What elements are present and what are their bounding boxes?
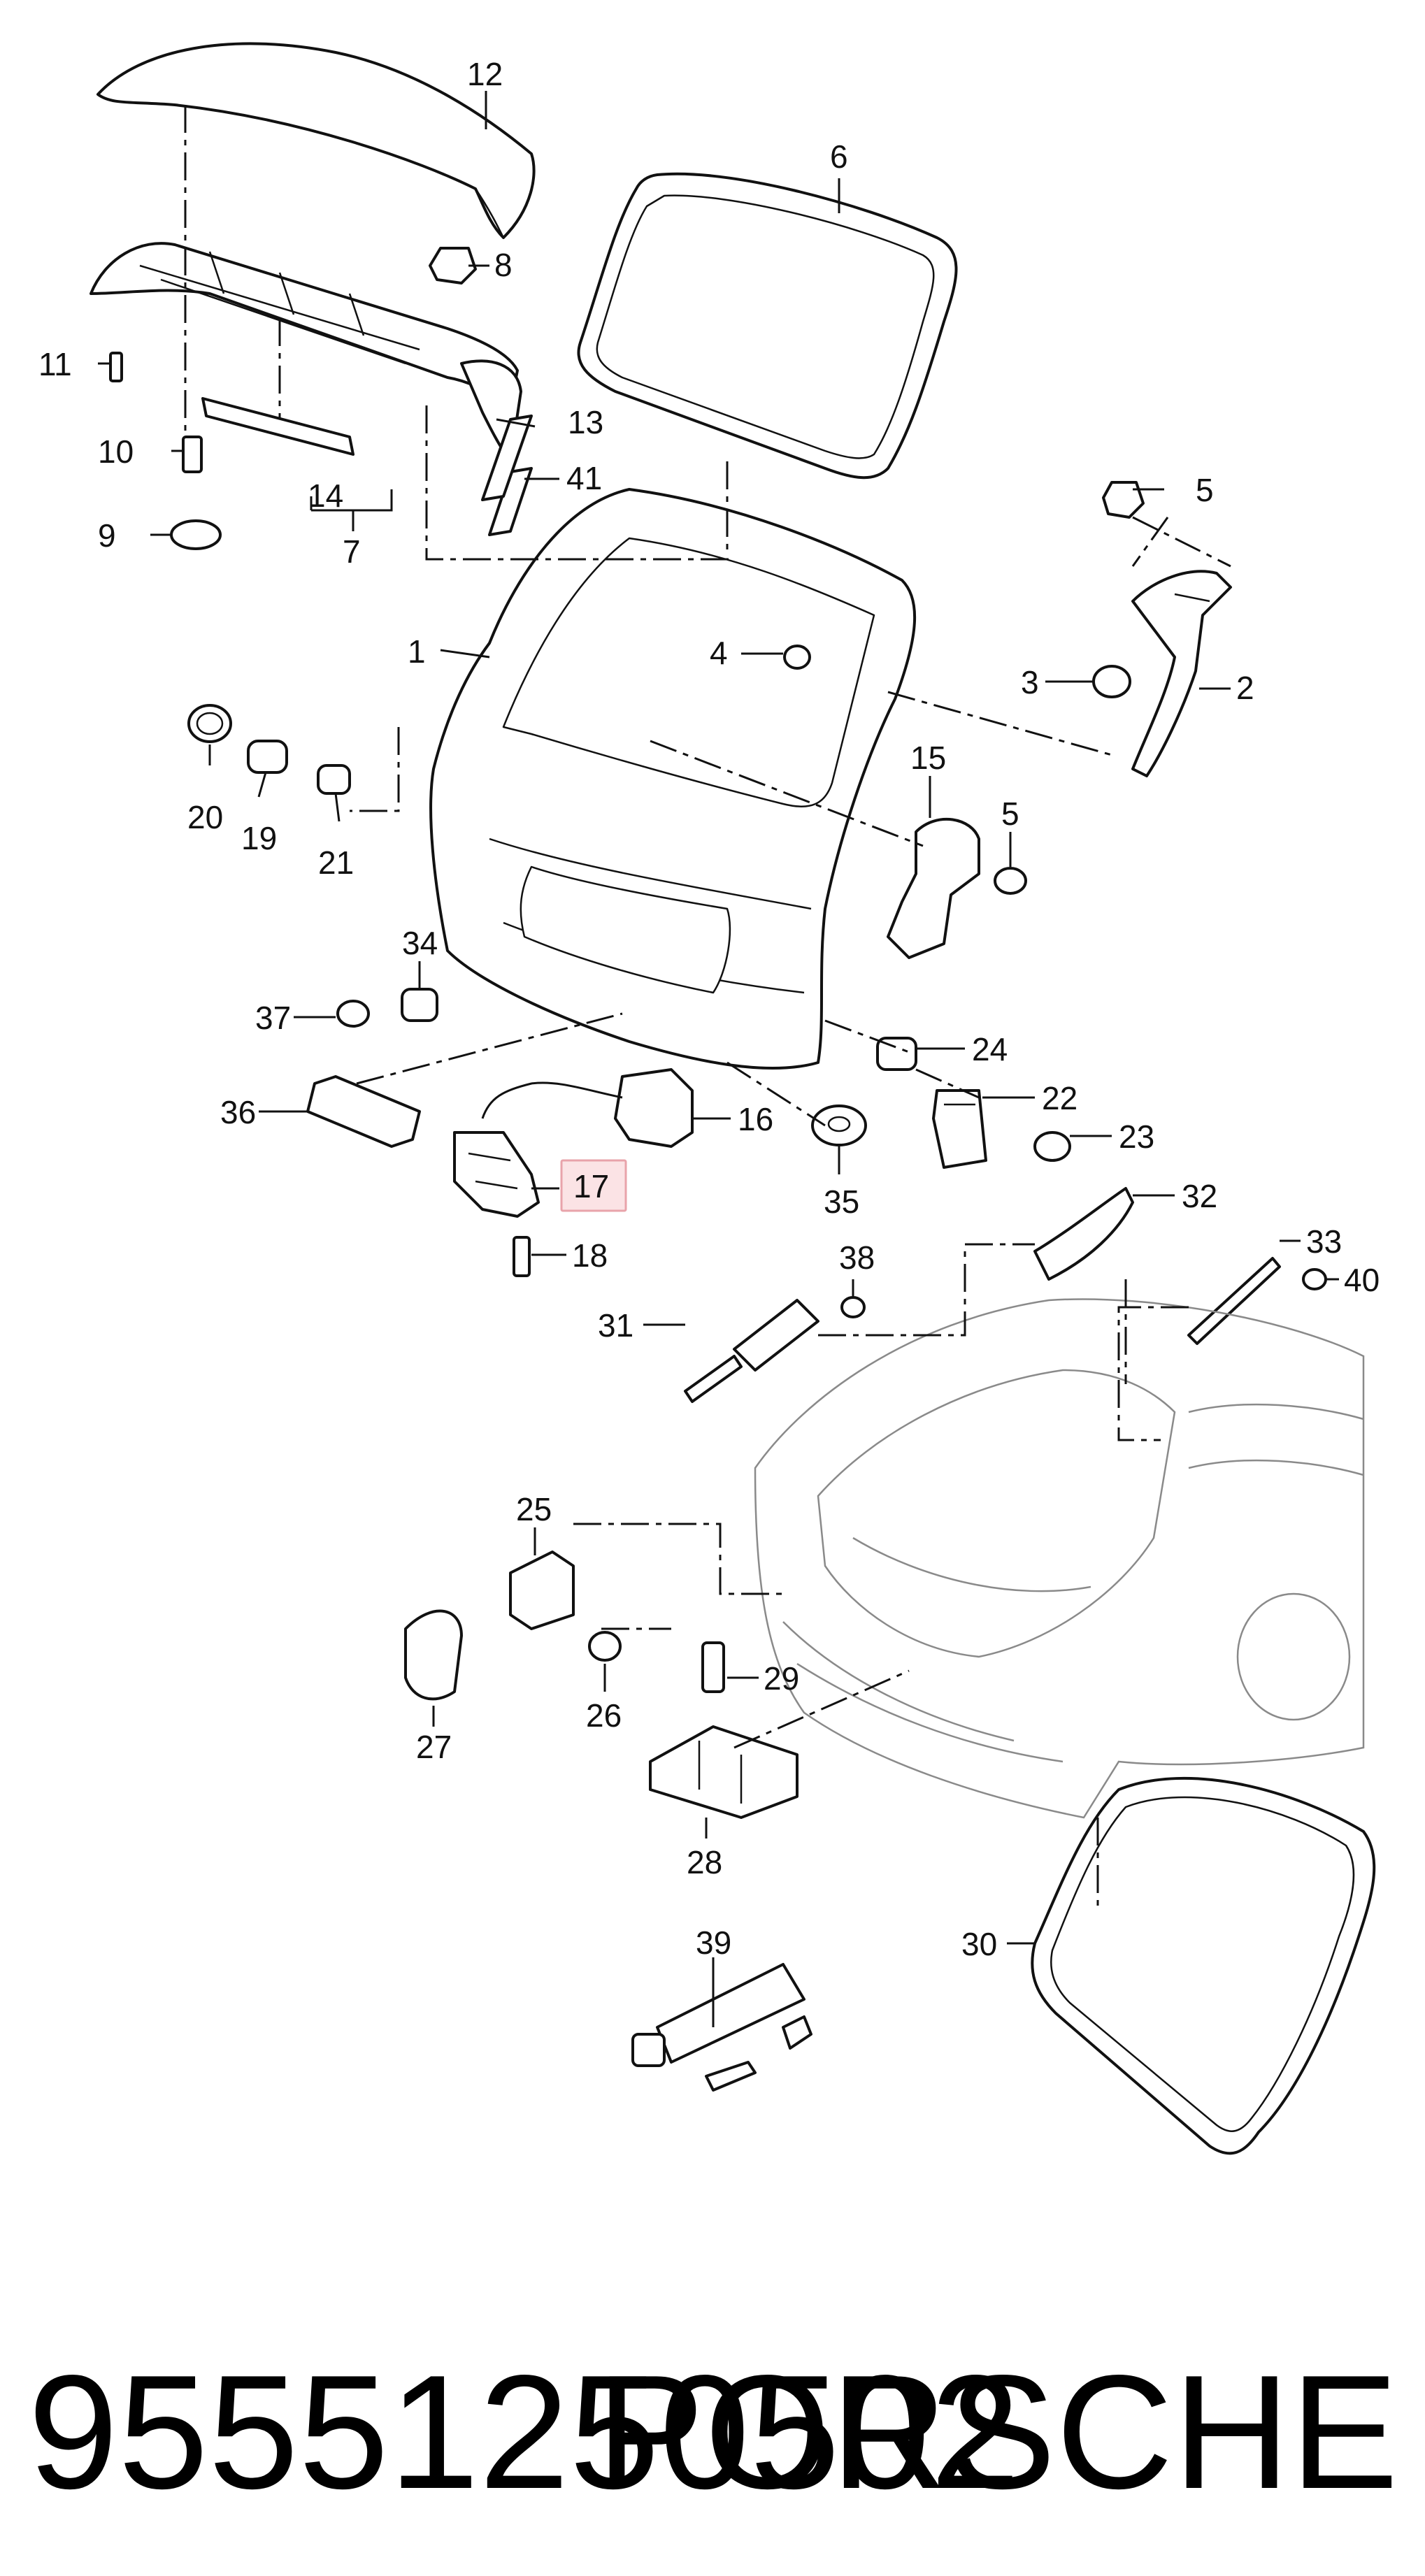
callout-20: 20	[187, 799, 223, 835]
latch	[453, 1131, 540, 1218]
assembly-lines	[184, 105, 1231, 1908]
callout-29: 29	[764, 1660, 799, 1697]
highlight-box-17	[560, 1159, 627, 1212]
spoiler-cover	[96, 42, 536, 239]
callout-16: 16	[738, 1101, 773, 1137]
callout-39: 39	[696, 1924, 731, 1961]
callout-3: 3	[1021, 664, 1039, 700]
callout-4: 4	[710, 635, 728, 671]
callout-15: 15	[910, 740, 946, 776]
tailgate	[429, 488, 917, 1070]
callout-31: 31	[598, 1307, 633, 1344]
callout-38: 38	[839, 1239, 875, 1276]
small-parts	[109, 247, 1327, 1693]
callout-8: 8	[494, 247, 513, 283]
callout-41: 41	[566, 460, 602, 496]
callout-23: 23	[1119, 1118, 1154, 1155]
callout-35: 35	[824, 1183, 859, 1220]
switch-housing	[932, 1089, 987, 1169]
callout-21: 21	[318, 844, 354, 881]
callout-22: 22	[1042, 1080, 1077, 1116]
callout-26: 26	[586, 1697, 622, 1734]
callout-34: 34	[402, 925, 438, 961]
spoiler-bar	[201, 397, 355, 456]
callout-6: 6	[830, 138, 848, 175]
handle-light	[306, 1075, 421, 1148]
callout-labels: 12 6 8 11 10 13 41 14 9 7 5 1 4 3 2 15 5…	[38, 56, 1380, 1962]
callout-36: 36	[220, 1094, 256, 1130]
grommet	[811, 1104, 867, 1146]
callout-9: 9	[98, 517, 116, 554]
callout-7: 7	[343, 533, 361, 570]
callout-32: 32	[1182, 1178, 1217, 1214]
adhesive-tube	[631, 1963, 812, 2092]
car-body-outline	[754, 1298, 1365, 1819]
callout-14: 14	[308, 477, 343, 514]
callout-28: 28	[687, 1844, 722, 1880]
callout-2: 2	[1236, 670, 1254, 706]
callout-25: 25	[516, 1491, 552, 1527]
tailgate-seal	[1031, 1776, 1376, 2155]
callout-30: 30	[961, 1926, 997, 1962]
window-seal	[577, 172, 958, 480]
callout-11: 11	[38, 346, 72, 382]
callout-19: 19	[241, 820, 277, 856]
callout-13: 13	[568, 404, 603, 440]
brand-name: PORSCHE	[596, 2342, 1398, 2523]
strut-cover	[1033, 1187, 1134, 1281]
bracket	[887, 817, 980, 959]
gas-struts	[684, 1257, 1281, 1403]
callout-5-top: 5	[1196, 472, 1214, 508]
callout-37: 37	[255, 1000, 291, 1036]
footer: 95551250502 PORSCHE	[28, 2328, 1398, 2538]
callout-17: 17	[573, 1168, 609, 1204]
callout-5-mid: 5	[1001, 796, 1019, 832]
callout-27: 27	[416, 1729, 452, 1765]
leader-lines	[98, 91, 1339, 2027]
callout-10: 10	[98, 433, 134, 470]
callout-24: 24	[972, 1031, 1008, 1067]
striker	[649, 1725, 799, 1819]
part-number: 95551250502	[28, 2342, 1021, 2523]
callout-33: 33	[1306, 1223, 1342, 1260]
callout-40: 40	[1344, 1262, 1380, 1298]
striker-bracket	[404, 1550, 575, 1701]
callout-1: 1	[408, 633, 426, 670]
hinge	[1131, 570, 1232, 777]
lock-actuator	[481, 1068, 694, 1148]
callout-18: 18	[572, 1237, 608, 1274]
callout-12: 12	[467, 56, 503, 92]
